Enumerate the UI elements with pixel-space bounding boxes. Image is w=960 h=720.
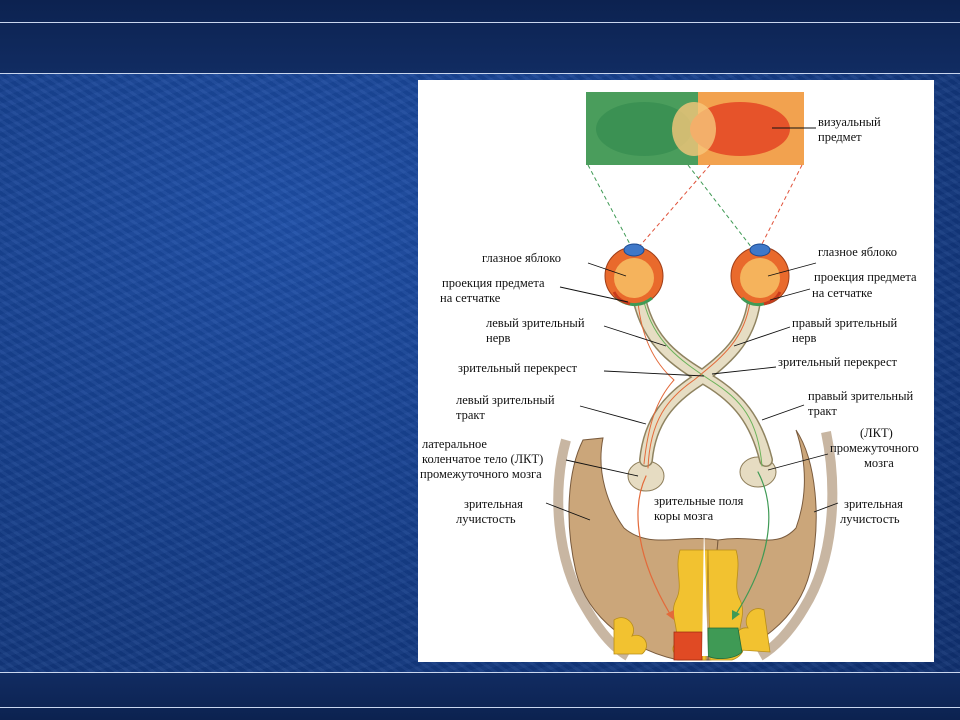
label-radiation-right-2: лучистость — [840, 512, 900, 526]
label-visual-object: визуальный — [818, 115, 881, 129]
overlap-ellipse — [672, 102, 716, 156]
visual-object — [586, 92, 804, 165]
left-eye-lens — [623, 243, 645, 257]
arrowhead-green — [732, 610, 740, 620]
label-radiation-right: зрительная — [844, 497, 903, 511]
left-outer-gyri — [613, 617, 647, 655]
leader-right-tract — [761, 404, 805, 421]
leader-eyeball-left — [587, 262, 627, 277]
proj-line-green-right — [687, 164, 753, 249]
label-left-optic-tract-2: тракт — [456, 408, 485, 422]
leader-lines — [545, 262, 839, 521]
label-lgn-right: (ЛКТ) — [860, 426, 893, 440]
radiation-fiber-red — [637, 475, 671, 615]
label-eyeball-right: глазное яблоко — [818, 245, 897, 259]
label-chiasm-left: зрительный перекрест — [458, 361, 577, 375]
fiber-green — [643, 301, 763, 467]
label-chiasm-right: зрительный перекрест — [778, 355, 897, 369]
projection-lines — [587, 164, 803, 249]
fiber-red-crossing — [647, 301, 751, 469]
header-rule-top — [0, 22, 960, 23]
label-right-optic-tract: правый зрительный — [808, 389, 914, 403]
label-left-optic-nerve-2: нерв — [486, 331, 510, 345]
label-right-optic-tract-2: тракт — [808, 404, 837, 418]
label-projection-left: проекция предмета — [442, 276, 545, 290]
label-lgn-right-2: промежуточного — [830, 441, 919, 455]
footer-band — [0, 672, 960, 720]
label-lgn-right-3: мозга — [864, 456, 894, 470]
proj-line-red-right — [759, 164, 803, 249]
leader-left-optic-nerve — [603, 325, 667, 347]
footer-rule-bottom — [0, 707, 960, 708]
path-left-to-right — [634, 296, 772, 466]
proj-line-green-left — [587, 164, 633, 249]
label-projection-right: проекция предмета — [814, 270, 917, 284]
path-right-to-left — [640, 296, 760, 466]
label-right-optic-nerve-2: нерв — [792, 331, 816, 345]
leader-left-tract — [579, 405, 647, 425]
leader-chiasm-right — [711, 366, 777, 375]
leader-lgn-right — [767, 453, 829, 471]
visual-pathway-figure: визуальный предмет глазное яблоко глазно… — [418, 80, 934, 662]
label-left-optic-nerve: левый зрительный — [486, 316, 585, 330]
right-eyeball — [730, 243, 790, 306]
leader-radiation-left — [545, 502, 591, 521]
left-radiation-band — [553, 438, 631, 661]
left-eyeball — [604, 243, 664, 306]
radiation-fiber-green — [735, 471, 770, 615]
right-radiation-band — [757, 430, 838, 661]
left-eye-interior — [614, 258, 654, 298]
proj-line-red-left — [637, 164, 711, 249]
label-lgn-left-2: коленчатое тело (ЛКТ) — [422, 452, 543, 466]
leader-lgn-left — [565, 459, 639, 477]
label-lgn-left: латеральное — [422, 437, 487, 451]
right-eye-lens — [749, 243, 771, 257]
optic-pathway — [633, 295, 773, 615]
label-lgn-left-3: промежуточного мозга — [420, 467, 542, 481]
label-left-optic-tract: левый зрительный — [456, 393, 555, 407]
leader-projection-left — [559, 286, 629, 303]
right-retina-red — [763, 291, 782, 306]
label-cortex-2: коры мозга — [654, 509, 714, 523]
midline-fissure — [702, 520, 708, 656]
right-visual-cortex-field — [707, 627, 743, 660]
leader-chiasm-left — [603, 370, 705, 377]
footer-rule-top — [0, 672, 960, 673]
label-projection-left-2: на сетчатке — [440, 291, 501, 305]
label-projection-right-2: на сетчатке — [812, 286, 873, 300]
label-cortex: зрительные поля — [654, 494, 744, 508]
leader-eyeball-right — [767, 262, 817, 277]
leader-projection-right — [769, 288, 811, 301]
label-radiation-left-2: лучистость — [456, 512, 516, 526]
green-ellipse — [596, 102, 692, 156]
fiber-red-left — [637, 301, 675, 465]
label-visual-object-2: предмет — [818, 130, 862, 144]
arrowhead-red — [666, 610, 674, 620]
brain-cortex — [553, 429, 838, 661]
left-visual-cortex-field — [673, 631, 703, 661]
red-ellipse — [690, 102, 790, 156]
label-right-optic-nerve: правый зрительный — [792, 316, 898, 330]
label-eyeball-left: глазное яблоко — [482, 251, 561, 265]
leader-radiation-right — [813, 502, 839, 513]
label-radiation-left: зрительная — [464, 497, 523, 511]
visual-pathway-diagram: визуальный предмет глазное яблоко глазно… — [420, 92, 919, 661]
leader-right-optic-nerve — [733, 326, 791, 347]
header-rule-bottom — [0, 73, 960, 74]
right-eye-interior — [740, 258, 780, 298]
header-band — [0, 0, 960, 74]
